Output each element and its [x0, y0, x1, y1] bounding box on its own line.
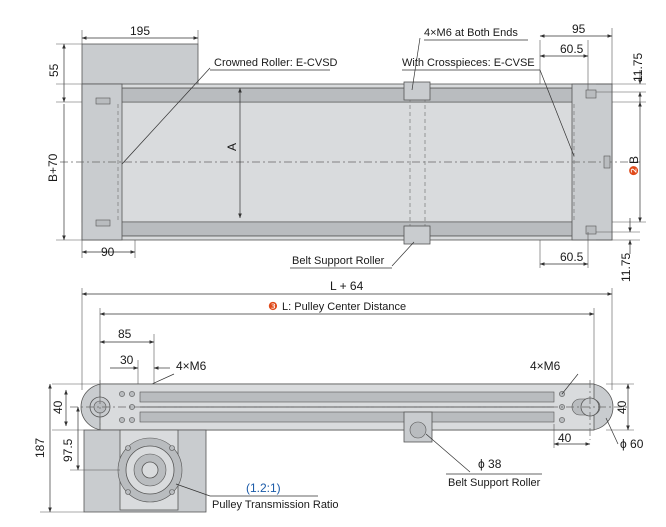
callout-crosspieces: With Crosspieces: E-CVSE — [402, 57, 535, 69]
dim-b: B — [627, 156, 641, 164]
callout-belt-support-roller-top: Belt Support Roller — [292, 255, 385, 267]
callout-tapped-holes: 4×M6 at Both Ends — [424, 27, 518, 39]
tapped-right-label: 4×M6 — [530, 359, 561, 373]
dim-40-left: 40 — [51, 400, 65, 414]
top-view: 195 55 B+70 A ❷ B 90 95 60.5 — [46, 22, 646, 282]
transmission-ratio-value: (1.2:1) — [246, 481, 281, 495]
badge-l: ❸ — [268, 301, 278, 313]
dim-195: 195 — [130, 24, 150, 38]
center-distance-label: L: Pulley Center Distance — [282, 301, 406, 313]
belt-support-roller-side: Belt Support Roller — [448, 477, 541, 489]
top-rail-upper — [81, 87, 613, 103]
pulley-dia: ϕ 60 — [620, 437, 644, 451]
dim-55: 55 — [47, 63, 61, 77]
badge-b: ❷ — [627, 165, 641, 176]
dim-95: 95 — [572, 22, 586, 36]
dim-l-plus-64: L + 64 — [330, 279, 364, 293]
dim-40-right-v: 40 — [615, 400, 629, 414]
dim-b-plus-70: B+70 — [46, 153, 60, 182]
support-dia: ϕ 38 — [478, 457, 502, 471]
dim-60-5-bottom: 60.5 — [560, 250, 584, 264]
dim-85: 85 — [118, 327, 132, 341]
dim-30: 30 — [120, 353, 134, 367]
transmission-ratio-label: Pulley Transmission Ratio — [212, 499, 339, 511]
tapped-left-label: 4×M6 — [176, 359, 207, 373]
dim-60-5-top: 60.5 — [560, 42, 584, 56]
dim-90: 90 — [101, 245, 115, 259]
dim-187: 187 — [33, 438, 47, 458]
top-frame-body — [81, 101, 613, 223]
top-rail-lower — [81, 221, 613, 237]
top-support-clamp-lower — [403, 225, 431, 245]
side-view: L + 64 ❸ L: Pulley Center Distance 85 30… — [33, 279, 644, 513]
dim-a: A — [225, 143, 239, 151]
callout-crowned-roller: Crowned Roller: E-CVSD — [214, 57, 338, 69]
dim-97-5: 97.5 — [61, 438, 75, 462]
top-support-clamp-upper — [403, 81, 431, 101]
dim-11-75-top: 11.75 — [631, 53, 645, 82]
dim-11-75-bottom: 11.75 — [619, 253, 633, 282]
dim-40-right-h: 40 — [558, 431, 572, 445]
